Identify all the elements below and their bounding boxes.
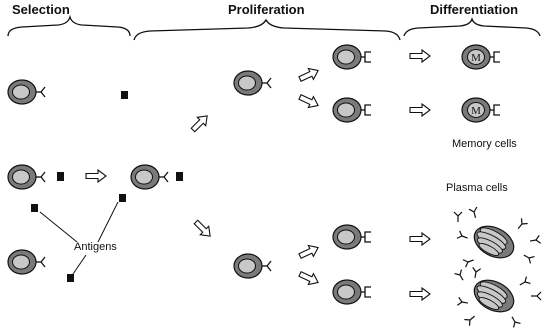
antigen-1 — [121, 91, 128, 99]
memory-marker-1: M — [471, 52, 481, 64]
header-differentiation: Differentiation — [430, 2, 519, 17]
bound-antigen-2 — [176, 172, 183, 181]
antigens-label: Antigens — [74, 241, 117, 253]
header-proliferation: Proliferation — [228, 2, 305, 17]
clone-cell-4 — [332, 279, 372, 305]
prolif-cell-lower — [233, 253, 272, 279]
memory-cells-label: Memory cells — [452, 138, 517, 150]
naive-b-cell-2 — [7, 164, 46, 190]
prolif-arrow-up — [188, 111, 212, 135]
antigen-4 — [67, 274, 74, 282]
antigen-3 — [119, 194, 126, 202]
clone-cell-2 — [332, 97, 372, 123]
selection-brace — [7, 14, 131, 37]
differentiation-brace — [403, 16, 541, 37]
proliferation-brace — [133, 18, 401, 41]
plasma-cells-label: Plasma cells — [446, 182, 508, 194]
clone-cell-1 — [332, 44, 372, 70]
naive-b-cell-1 — [7, 79, 46, 105]
bound-antigen-1 — [57, 172, 64, 181]
diff-arrow-3 — [409, 232, 431, 246]
naive-b-cell-3 — [7, 249, 46, 275]
diff-arrow-1 — [409, 49, 431, 63]
selected-b-cell — [130, 164, 169, 190]
prolif-cell-upper — [233, 70, 272, 96]
clone-cell-3 — [332, 224, 372, 250]
diff-arrow-4 — [409, 287, 431, 301]
memory-cell-1 — [461, 44, 501, 70]
plasma-cell-2 — [468, 273, 520, 319]
selection-arrow — [85, 169, 107, 183]
prolif-arrow-down — [191, 217, 215, 241]
memory-cell-2 — [461, 97, 501, 123]
branch-arrow-4 — [296, 268, 322, 289]
branch-arrow-3 — [296, 241, 322, 262]
diff-arrow-2 — [409, 103, 431, 117]
plasma-cell-1 — [468, 219, 520, 265]
antigen-2 — [31, 204, 38, 212]
branch-arrow-2 — [296, 91, 322, 112]
branch-arrow-1 — [296, 64, 322, 85]
memory-marker-2: M — [471, 105, 481, 117]
header-selection: Selection — [12, 2, 70, 17]
